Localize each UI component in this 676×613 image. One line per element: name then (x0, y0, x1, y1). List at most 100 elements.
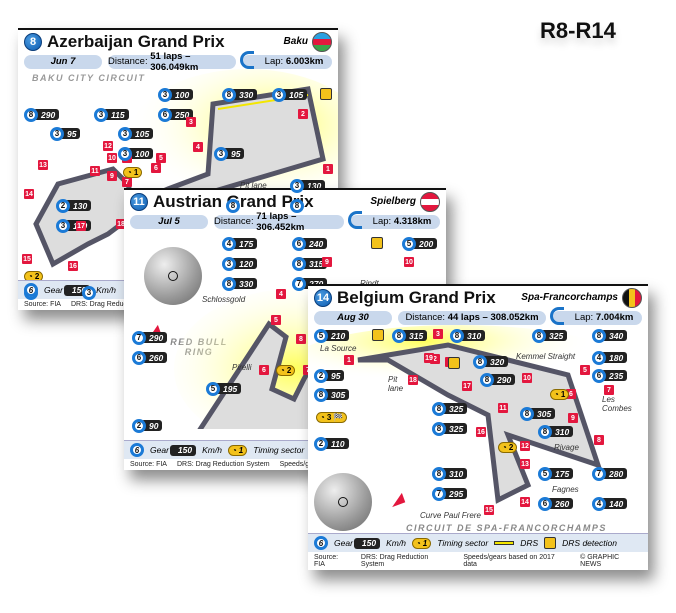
corner-marker: 6 (151, 163, 161, 173)
corner-marker: 2 (430, 354, 440, 364)
corner-marker: 11 (498, 403, 508, 413)
corner-marker: 7 (122, 177, 132, 187)
lap-length: Lap: 6.003km (240, 50, 332, 69)
timing-sector-3: ◔3🏁 (316, 412, 348, 423)
corner-marker: 16 (476, 427, 486, 437)
corner-marker: 13 (520, 459, 530, 469)
card-header: 14 Belgium Grand Prix Spa-Francorchamps (308, 286, 648, 310)
lap-arrow-icon (550, 306, 564, 325)
corner-marker: 5 (156, 153, 166, 163)
corner-marker: 10 (404, 257, 414, 267)
corner-name-la-source: La Source (320, 344, 357, 353)
track-path (357, 342, 602, 504)
drs-detection-icon (371, 237, 383, 249)
corner-marker: 12 (520, 441, 530, 451)
globe-icon (144, 247, 202, 305)
race-date: Jun 7 (24, 54, 102, 69)
corner-name-pirelli: Pirelli (232, 363, 252, 372)
distance: Distance: 71 laps – 306.452km (214, 211, 344, 233)
card-belgium: 14 Belgium Grand Prix Spa-Francorchamps … (308, 284, 648, 570)
lap-length: Lap: 7.004km (550, 306, 642, 325)
stopwatch-icon: ◔ (554, 390, 559, 399)
drs-detection-icon (372, 329, 384, 341)
corner-marker: 19 (424, 353, 434, 363)
race-date: Jul 5 (130, 214, 208, 229)
corner-marker: 1 (344, 355, 354, 365)
globe-icon (314, 473, 372, 531)
drs-detection-icon (544, 537, 557, 549)
corner-name-fagnes: Fagnes (552, 485, 579, 494)
corner-marker: 7 (604, 385, 614, 395)
corner-marker: 9 (107, 171, 117, 181)
lap-length: Lap: 4.318km (348, 210, 440, 229)
speed-icon: 150 (63, 284, 91, 296)
corner-name-rivage: Rivage (554, 443, 579, 452)
corner-marker: 5 (580, 365, 590, 375)
lap-arrow-icon (240, 50, 254, 69)
corner-name-les-combes: Les Combes (602, 395, 632, 413)
corner-marker: 11 (90, 166, 100, 176)
distance-value: 51 laps – 306.049km (150, 50, 199, 73)
stopwatch-icon: ◔ (280, 366, 285, 375)
corner-marker: 4 (193, 142, 203, 152)
corner-marker: 17 (76, 221, 86, 231)
corner-marker: 6 (259, 365, 269, 375)
corner-marker: 16 (68, 261, 78, 271)
distance: Distance: 51 laps – 306.049km (108, 51, 236, 73)
corner-marker: 6 (566, 389, 576, 399)
stopwatch-icon: ◔ (320, 413, 325, 422)
corner-marker: 9 (568, 413, 578, 423)
speed-icon: 150 (169, 444, 197, 456)
card-azerbaijan: 8 Azerbaijan Grand Prix Baku Jun 7 Dista… (18, 28, 338, 310)
location-marker (168, 271, 178, 281)
round-badge: 14 (314, 289, 332, 307)
corner-marker: 2 (298, 109, 308, 119)
corner-marker: 3 (186, 117, 196, 127)
timing-sector-2: ◔2 (498, 442, 518, 453)
round-badge: 11 (130, 193, 148, 211)
timing-sector-icon: ◔1 (411, 537, 432, 549)
pit-lane-label: Pit lane (240, 181, 267, 190)
austria-flag-icon (420, 192, 440, 212)
gear-icon: 6 (314, 536, 328, 550)
corner-marker: 15 (484, 505, 494, 515)
info-row: Jul 5 Distance: 71 laps – 306.452km Lap:… (124, 210, 446, 233)
corner-name-curve-paul-frere: Curve Paul Frere (420, 511, 481, 520)
corner-marker: 14 (24, 189, 34, 199)
belgium-flag-icon (622, 288, 642, 308)
corner-marker: 8 (296, 334, 306, 344)
stopwatch-icon: ◔ (502, 443, 507, 452)
azerbaijan-flag-icon (312, 32, 332, 52)
lap-label: Lap: (264, 56, 284, 67)
chequered-flag-icon: 🏁 (333, 413, 344, 422)
track-svg (308, 325, 628, 504)
speed-tag: 7270 (292, 276, 328, 291)
venue-label: Spa-Francorchamps (521, 292, 618, 303)
drs-detection-icon (448, 357, 460, 369)
corner-marker: 15 (22, 254, 32, 264)
card-header: 8 Azerbaijan Grand Prix Baku (18, 30, 338, 54)
location-marker (338, 497, 348, 507)
corner-marker: 1 (323, 164, 333, 174)
